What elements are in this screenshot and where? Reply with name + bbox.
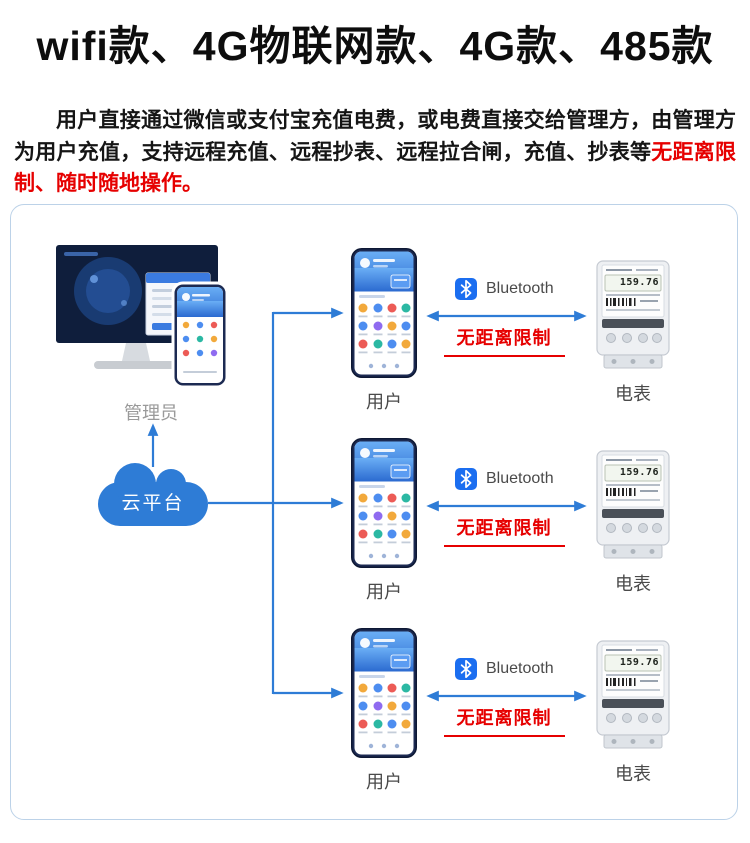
diagram-row: 用户 Bluetooth 无距离限制 159.76 电表: [11, 218, 739, 412]
no-distance-note: 无距离限制: [443, 704, 565, 737]
admin-label: 管理员: [124, 403, 178, 423]
meter-label: 电表: [615, 764, 651, 784]
electric-meter-illustration: 159.76: [596, 260, 670, 374]
user-phone-illustration: [351, 628, 417, 758]
meter-lcd-reading: 159.76: [619, 277, 659, 288]
user-label: 用户: [366, 772, 402, 792]
intro-highlight: 无距离限制、随时随地操作。: [14, 140, 737, 196]
no-distance-note: 无距离限制: [443, 324, 565, 357]
user-label: 用户: [366, 392, 402, 412]
bluetooth-label: Bluetooth: [486, 660, 554, 677]
cloud-label: 云平台: [121, 493, 185, 514]
user-label: 用户: [366, 582, 402, 602]
bluetooth-icon: [455, 278, 477, 300]
page-title: wifi款、4G物联网款、4G款、485款: [36, 23, 714, 69]
cloud-platform: 云平台: [98, 463, 208, 526]
diagram-panel: 管理员 云平台 用户 Bluetooth 无距离限制 159.76 电表 用户 …: [10, 204, 738, 820]
bluetooth-icon: [455, 468, 477, 490]
user-phone-illustration: [351, 248, 417, 378]
no-distance-note-wrap: 无距离限制: [419, 324, 589, 357]
connector-lines: [147, 307, 587, 702]
electric-meter-illustration: 159.76: [596, 640, 670, 754]
no-distance-note-wrap: 无距离限制: [419, 704, 589, 737]
no-distance-note: 无距离限制: [443, 514, 565, 547]
meter-label: 电表: [615, 574, 651, 594]
no-distance-note-wrap: 无距离限制: [419, 514, 589, 547]
bluetooth-indicator: Bluetooth: [455, 658, 554, 680]
bluetooth-icon: [455, 658, 477, 680]
intro-text: 用户直接通过微信或支付宝充值电费，或电费直接交给管理方，由管理方为用户充值，支持…: [14, 109, 736, 164]
diagram-row: 用户 Bluetooth 无距离限制 159.76 电表: [11, 408, 739, 602]
meter-lcd-reading: 159.76: [619, 467, 659, 478]
bluetooth-label: Bluetooth: [486, 470, 554, 487]
intro-paragraph: 用户直接通过微信或支付宝充值电费，或电费直接交给管理方，由管理方为用户充值，支持…: [14, 105, 736, 200]
bluetooth-label: Bluetooth: [486, 280, 554, 297]
meter-label: 电表: [615, 384, 651, 404]
user-phone-illustration: [351, 438, 417, 568]
diagram-row: 用户 Bluetooth 无距离限制 159.76 电表: [11, 598, 739, 792]
bluetooth-indicator: Bluetooth: [455, 278, 554, 300]
bluetooth-indicator: Bluetooth: [455, 468, 554, 490]
meter-lcd-reading: 159.76: [619, 657, 659, 668]
electric-meter-illustration: 159.76: [596, 450, 670, 564]
